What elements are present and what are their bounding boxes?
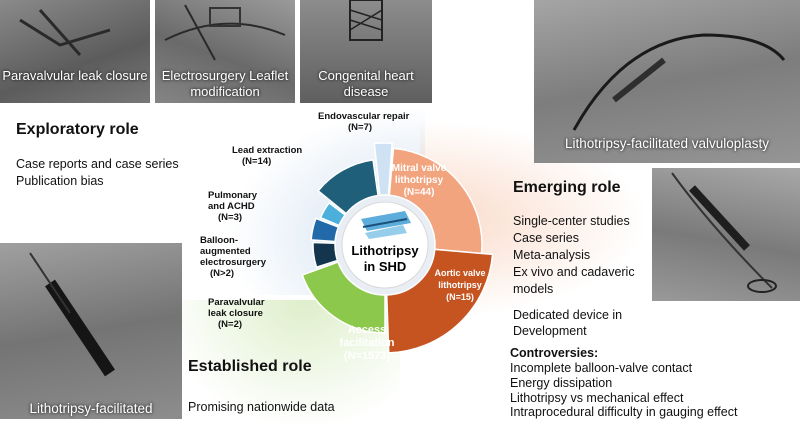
label-text: augmented bbox=[200, 246, 251, 257]
label-paravalvular: Paravalvular leak closure (N=2) bbox=[208, 297, 265, 330]
label-text: Access bbox=[347, 324, 387, 336]
label-count: (N=14) bbox=[242, 156, 272, 167]
wire-sketch-icon bbox=[164, 4, 286, 61]
established-title: Established role bbox=[188, 358, 312, 375]
emerging-item: Meta-analysis bbox=[513, 248, 591, 262]
label-text: facilitation bbox=[339, 337, 395, 349]
label-text: Endovascular repair bbox=[318, 111, 410, 122]
label-access: Access facilitation (N=1573) bbox=[322, 324, 412, 363]
label-text: lithotripsy bbox=[438, 280, 482, 290]
controversy-item: Lithotripsy vs mechanical effect bbox=[510, 391, 684, 405]
exploratory-title: Exploratory role bbox=[16, 121, 139, 138]
photo-caption: Electrosurgery Leaflet modification bbox=[155, 68, 295, 100]
photo-caption: Congenital heart disease bbox=[300, 68, 432, 100]
controversy-item: Intraprocedural difficulty in gauging ef… bbox=[510, 405, 738, 419]
emerging-title: Emerging role bbox=[513, 179, 621, 196]
device-sketch-icon bbox=[19, 9, 111, 56]
emerging-item: Case series bbox=[513, 231, 579, 245]
exploratory-item: Publication bias bbox=[16, 174, 104, 188]
label-text: Balloon- bbox=[200, 235, 238, 246]
catheter-sketch-icon bbox=[572, 33, 786, 131]
label-mitral: Mitral valve lithotripsy (N=44) bbox=[384, 163, 454, 199]
center-subtitle: in SHD bbox=[364, 259, 407, 274]
photo-bottom-left: Lithotripsy-facilitated bbox=[0, 243, 182, 419]
emerging-item: Single-center studies bbox=[513, 214, 630, 228]
donut-diagram: Lithotripsy in SHD bbox=[301, 142, 494, 354]
photo-caption: Paravalvular leak closure bbox=[2, 68, 148, 83]
label-count: (N=15) bbox=[446, 292, 474, 302]
segment-endovascular bbox=[373, 142, 393, 197]
label-aortic: Aortic valve lithotripsy (N=15) bbox=[425, 267, 495, 303]
label-text: Paravalvular bbox=[208, 297, 265, 308]
emerging-item: Ex vivo and cadaveric bbox=[513, 265, 635, 279]
label-text: electrosurgery bbox=[200, 257, 267, 268]
emerging-device: Dedicated device in bbox=[513, 308, 623, 322]
photo-caption-text: Electrosurgery Leaflet modification bbox=[161, 68, 289, 99]
segment-mitral bbox=[388, 147, 483, 255]
balloon-sketch-icon bbox=[671, 172, 777, 293]
controversy-item: Incomplete balloon-valve contact bbox=[510, 361, 693, 375]
segment-access bbox=[301, 261, 386, 334]
stent-sketch-icon bbox=[349, 0, 383, 41]
segment-aortic bbox=[385, 248, 494, 354]
established-item: Promising nationwide data bbox=[188, 400, 335, 414]
label-count: (N=44) bbox=[403, 187, 435, 198]
label-text: Mitral valve bbox=[391, 163, 447, 174]
photo-caption: Lithotripsy-facilitated valvuloplasty bbox=[564, 136, 770, 151]
label-count: (N=7) bbox=[348, 122, 373, 133]
label-count: (N=2) bbox=[218, 319, 243, 330]
photo-valvuloplasty: Lithotripsy-facilitated valvuloplasty bbox=[534, 0, 800, 163]
exploratory-item: Case reports and case series bbox=[16, 157, 179, 171]
emerging-device: Development bbox=[513, 324, 587, 338]
emerging-item: models bbox=[513, 282, 554, 296]
label-lead: Lead extraction (N=14) bbox=[232, 145, 302, 167]
label-pulmonary: Pulmonary and ACHD (N=3) bbox=[208, 190, 257, 223]
label-text: Aortic valve bbox=[434, 268, 486, 278]
lithotripsy-logo-icon bbox=[361, 211, 411, 239]
photo-congenital: Congenital heart disease bbox=[300, 0, 432, 103]
photo-caption: Lithotripsy-facilitated bbox=[29, 401, 153, 416]
label-count: (N=3) bbox=[218, 212, 243, 223]
center-title: Lithotripsy bbox=[351, 243, 419, 258]
segment-balloon bbox=[310, 217, 340, 243]
label-text: and ACHD bbox=[208, 201, 255, 212]
controversy-item: Energy dissipation bbox=[510, 376, 613, 390]
label-text: lithotripsy bbox=[394, 175, 444, 186]
label-balloon: Balloon- augmented electrosurgery (N>2) bbox=[200, 235, 266, 279]
label-text: leak closure bbox=[208, 308, 263, 319]
segment-pulmonary bbox=[319, 201, 347, 227]
photo-electrosurgery: Electrosurgery Leaflet modification bbox=[155, 0, 295, 103]
sheath-sketch-icon bbox=[29, 252, 115, 377]
label-endovascular: Endovascular repair (N=7) bbox=[318, 111, 409, 133]
label-text: Pulmonary bbox=[208, 190, 258, 201]
label-text: Lead extraction bbox=[232, 145, 303, 156]
controversies-title: Controversies: bbox=[510, 346, 599, 360]
photo-caption-text: Congenital heart disease bbox=[318, 68, 414, 99]
segment-paravalvular bbox=[312, 241, 339, 269]
label-count: (N>2) bbox=[210, 268, 235, 279]
photo-paravalvular-leak: Paravalvular leak closure bbox=[0, 0, 150, 103]
label-count: (N=1573) bbox=[343, 350, 391, 362]
photo-right-fluoro bbox=[652, 168, 800, 301]
segment-lead bbox=[317, 158, 379, 215]
